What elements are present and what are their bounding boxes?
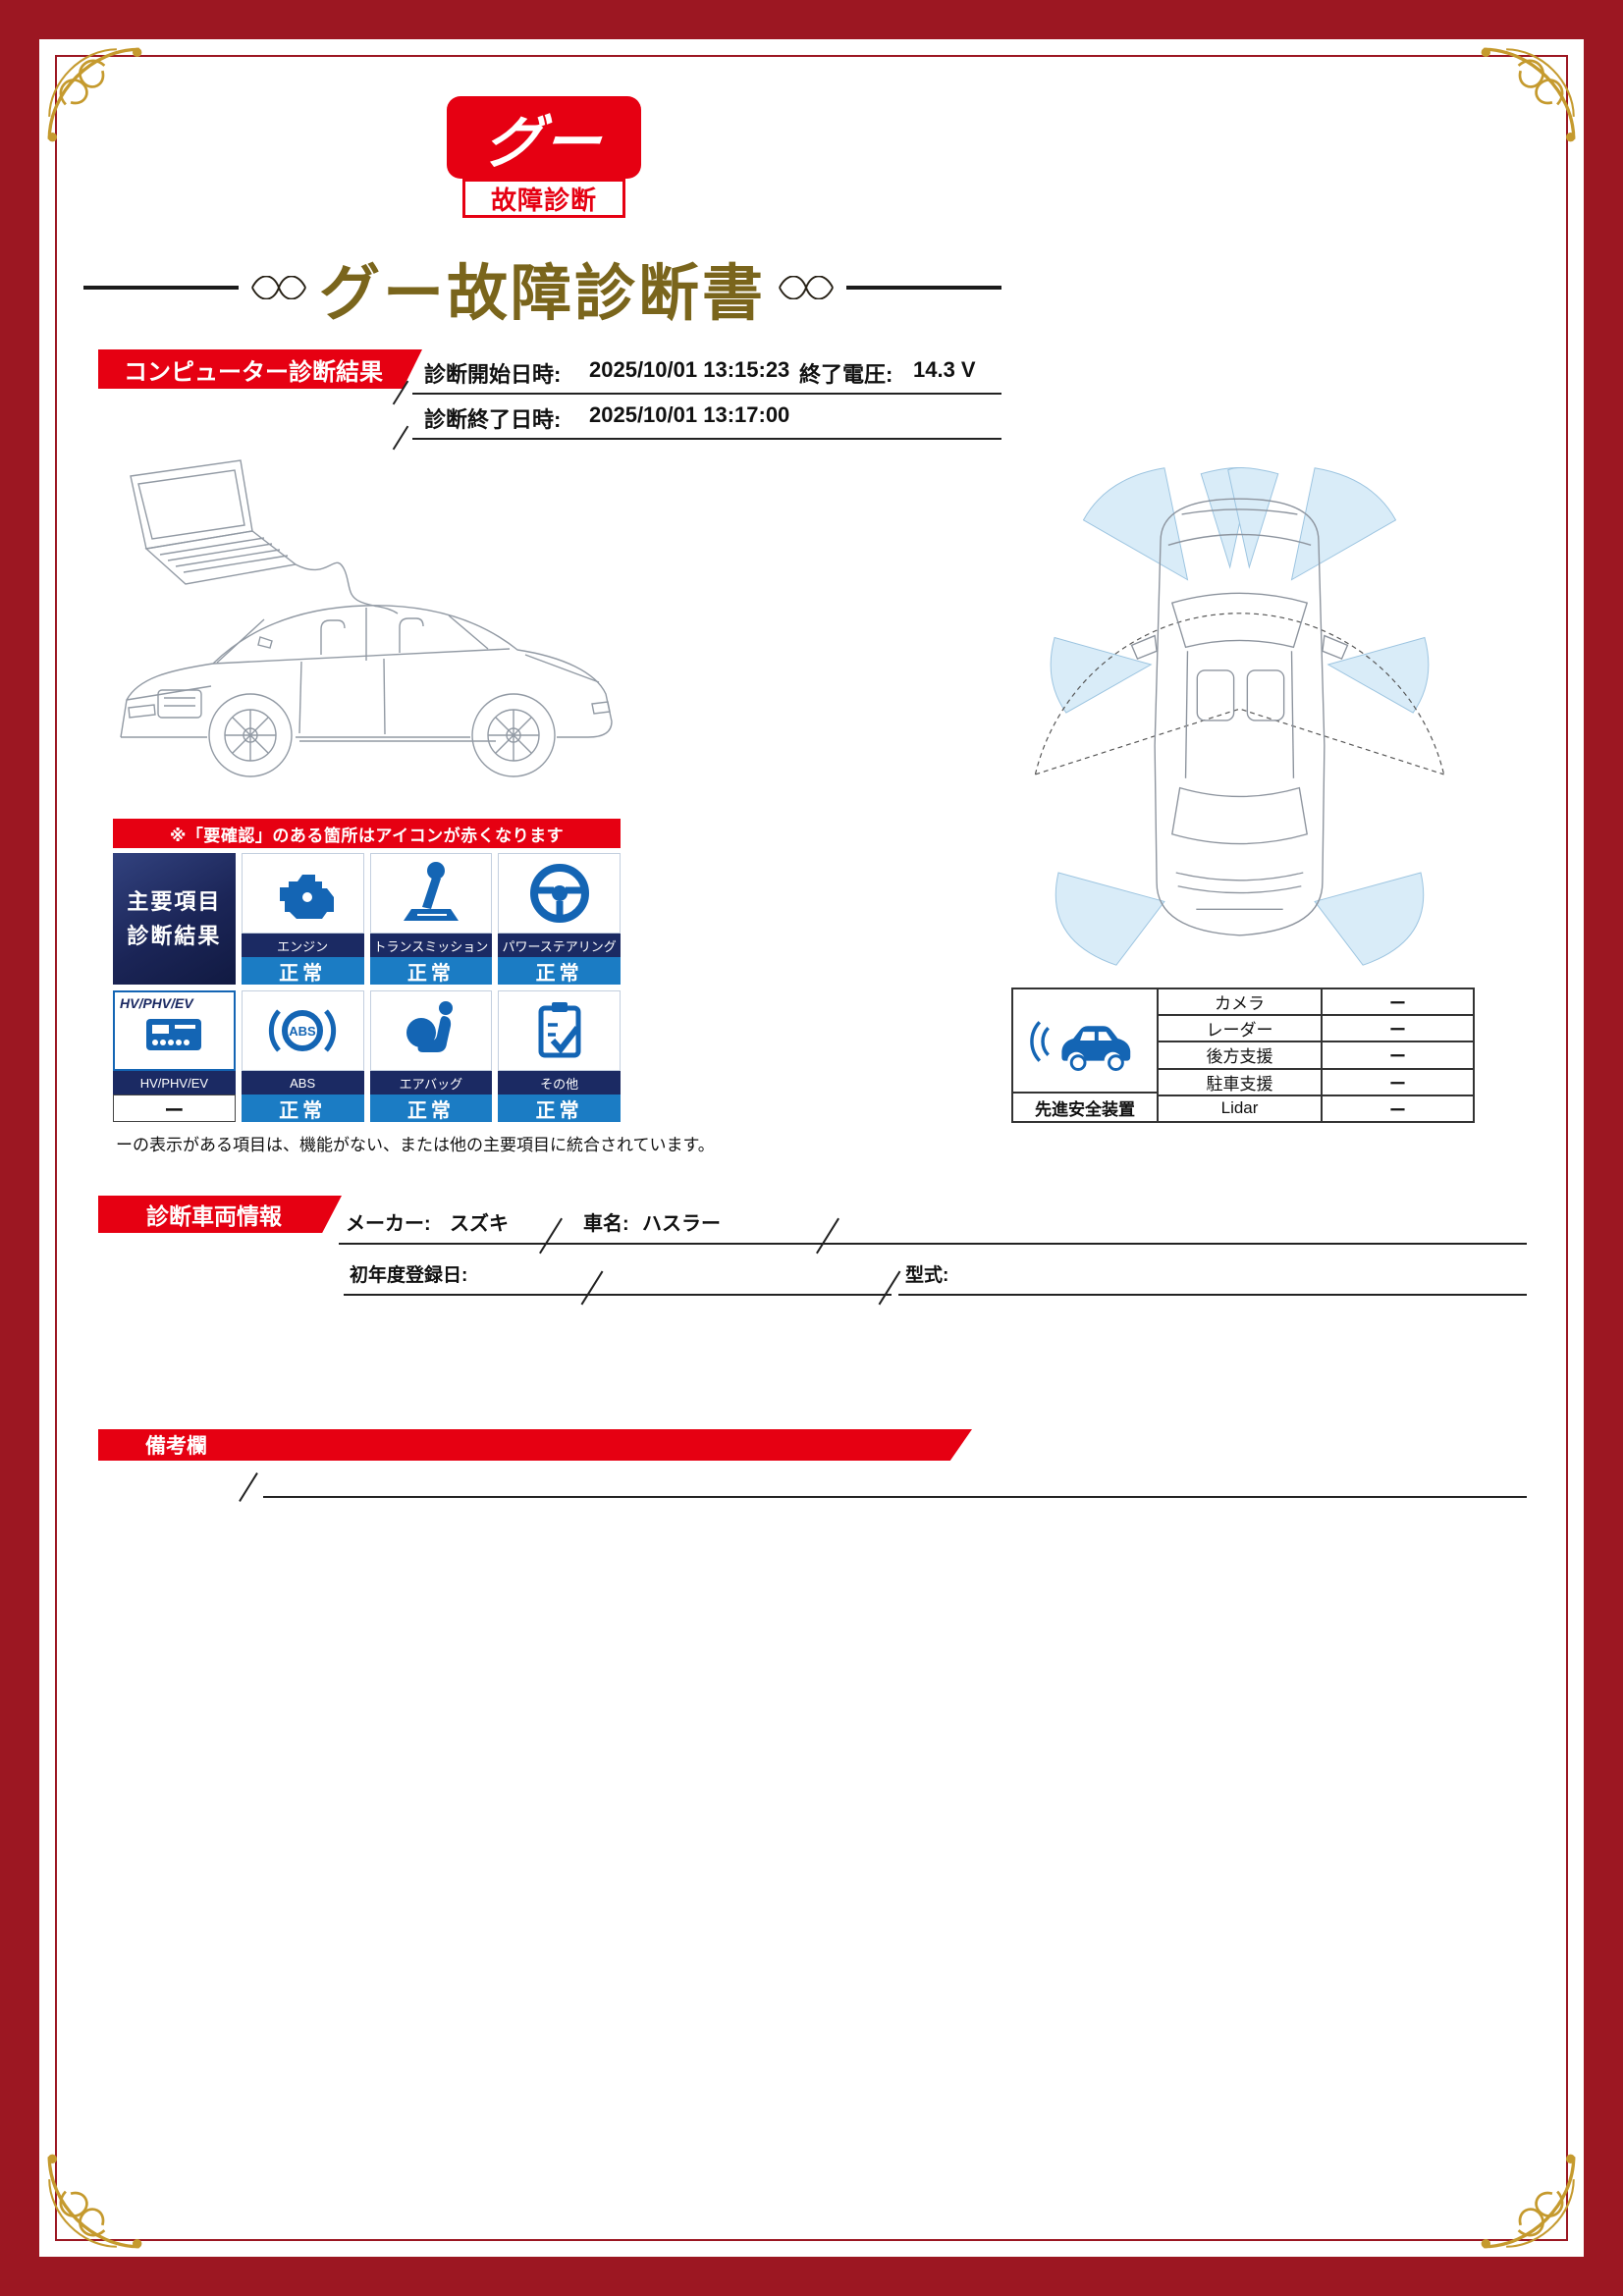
item-label: HV/PHV/EV [113,1071,236,1095]
report-title-row: グー故障診断書 [83,243,1002,332]
diagnosis-item-engine: エンジン 正常 [241,853,364,985]
engine-icon [241,853,364,934]
safety-car-icon [1013,989,1157,1092]
title-flourish-right-icon [779,276,834,299]
corner-ornament-icon [1481,47,1576,142]
title-flourish-left-icon [251,276,306,299]
item-status: 正常 [498,957,621,985]
safety-name: レーダー [1156,1014,1324,1043]
remarks-line [263,1496,1527,1498]
divider-line [412,438,1001,440]
divider-slash [580,1270,604,1306]
item-label: トランスミッション [369,934,493,957]
safety-value: ー [1321,1094,1475,1124]
dash-footnote: ーの表示がある項目は、機能がない、または他の主要項目に統合されています。 [116,1136,715,1154]
car-name-value: ハスラー [642,1213,721,1235]
divider-slash [239,1472,258,1502]
main-results-header-line2: 診断結果 [127,924,222,948]
maker-label: メーカー: [346,1213,431,1235]
table-row: 駐車支援ー [1156,1067,1475,1096]
goo-logo-subtitle-box: 故障診断 [462,179,625,218]
corner-ornament-icon [47,2154,142,2249]
diagnosis-start-value: 2025/10/01 13:15:23 [589,357,790,382]
divider-line [412,393,1001,395]
item-status: 正常 [241,1095,364,1122]
end-voltage-value: 14.3 V [913,357,976,382]
abs-icon: ABS [241,990,364,1071]
item-status: 正常 [369,957,493,985]
diagnosis-end-value: 2025/10/01 13:17:00 [589,402,790,427]
maker-value: スズキ [450,1213,509,1235]
corner-ornament-icon [47,47,142,142]
title-rule-left [83,286,239,290]
diagnosis-item-airbag: エアバッグ 正常 [369,990,493,1122]
safety-value: ー [1321,987,1475,1017]
transmission-icon [369,853,493,934]
diagnosis-item-power-steering: パワーステアリング 正常 [498,853,621,985]
item-status: 正常 [369,1095,493,1122]
goo-logo-subtitle: 故障診断 [490,185,597,215]
table-row: 後方支援ー [1156,1041,1475,1070]
computer-diagnosis-banner: コンピューター診断結果 [98,349,422,389]
safety-value: ー [1321,1041,1475,1070]
corner-ornament-icon [1481,2154,1576,2249]
item-status: 正常 [241,957,364,985]
hv-phv-ev-icon: HV/PHV/EV [113,990,236,1071]
other-checklist-icon [498,990,621,1071]
advanced-safety-icon-cell: 先進安全装置 [1011,988,1159,1123]
safety-name: 後方支援 [1156,1041,1324,1070]
diagnosis-start-label: 診断開始日時: [424,362,562,387]
divider-line [898,1294,1527,1296]
vehicle-info-banner: 診断車両情報 [98,1196,342,1233]
diagnosis-item-other: その他 正常 [498,990,621,1122]
safety-value: ー [1321,1067,1475,1096]
main-results-header-line1: 主要項目 [127,888,222,914]
table-row: レーダーー [1156,1014,1475,1043]
goo-logo-text: グー [480,111,606,175]
model-code-label: 型式: [905,1265,949,1286]
page-title: グー故障診断書 [319,260,767,328]
diagnosis-end-label: 診断終了日時: [424,407,562,432]
table-row: カメラー [1156,987,1475,1017]
steering-wheel-icon [498,853,621,934]
divider-line [344,1294,892,1296]
title-rule-right [846,286,1002,290]
diagnosis-item-hv-phv-ev: HV/PHV/EV HV/PHV/EV ー [113,990,236,1122]
divider-slash [816,1217,839,1255]
divider-slash [878,1270,901,1306]
main-results-header: 主要項目 診断結果 [113,853,236,985]
safety-name: Lidar [1156,1094,1324,1124]
item-status: ー [113,1095,236,1122]
car-side-diagnosis-illustration [120,459,613,777]
svg-text:ABS: ABS [289,1024,316,1039]
diagnosis-item-abs: ABS ABS 正常 [241,990,364,1122]
registration-date-label: 初年度登録日: [350,1265,468,1286]
airbag-icon [369,990,493,1071]
safety-name: 駐車支援 [1156,1067,1324,1096]
end-voltage-label: 終了電圧: [799,362,893,387]
remarks-banner: 備考欄 [98,1429,972,1461]
attention-notice: ※「要確認」のある箇所はアイコンが赤くなります [113,819,621,848]
car-top-sensor-illustration [1034,467,1445,966]
divider-slash [539,1217,563,1255]
safety-name: カメラ [1156,987,1324,1017]
hv-badge: HV/PHV/EV [120,995,193,1011]
item-status: 正常 [498,1095,621,1122]
car-name-label: 車名: [583,1213,629,1235]
item-label: その他 [498,1071,621,1095]
item-label: エアバッグ [369,1071,493,1095]
divider-line [339,1243,1527,1245]
item-label: ABS [241,1071,364,1095]
diagnosis-item-transmission: トランスミッション 正常 [369,853,493,985]
goo-logo: グー [447,96,641,179]
advanced-safety-label: 先進安全装置 [1013,1092,1157,1121]
main-diagnosis-grid: 主要項目 診断結果 エンジン 正常 トランスミッ [113,853,621,1122]
safety-value: ー [1321,1014,1475,1043]
item-label: エンジン [241,934,364,957]
item-label: パワーステアリング [498,934,621,957]
